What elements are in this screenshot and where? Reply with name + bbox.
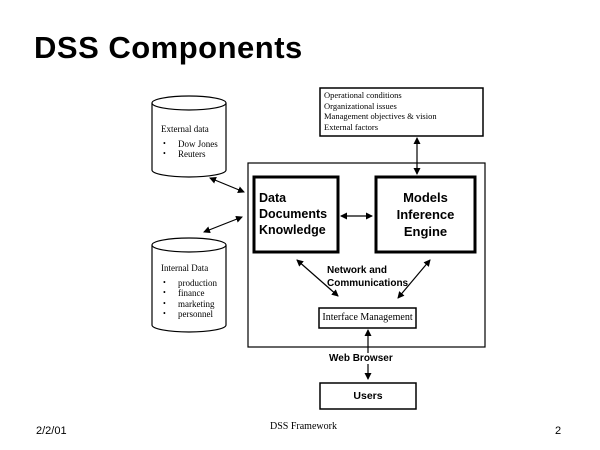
list-item: Dow Jones xyxy=(161,139,225,150)
users-box xyxy=(319,382,417,410)
list-item: Reuters xyxy=(161,149,225,160)
conditions-text: Operational conditions Organizational is… xyxy=(324,90,482,132)
external-data-list: Dow Jones Reuters xyxy=(161,139,225,160)
data-box-line: Documents xyxy=(259,207,328,221)
users-label: Users xyxy=(353,390,383,402)
network-label-line2: Communications xyxy=(327,278,409,289)
list-item: finance xyxy=(161,288,225,299)
arrow-external-to-dss xyxy=(209,177,245,193)
models-box-line: Engine xyxy=(403,224,448,239)
arrow-internal-to-dss xyxy=(203,215,243,234)
condition-line: Operational conditions xyxy=(324,90,402,100)
slide-title: DSS Components xyxy=(34,30,303,65)
internal-data-list: production finance marketing personnel xyxy=(161,278,225,320)
condition-line: Organizational issues xyxy=(324,100,397,111)
models-box-text: Models Inference Engine xyxy=(378,189,473,240)
data-box xyxy=(252,175,340,254)
models-box-line: Inference xyxy=(396,207,455,222)
internal-data-title: Internal Data xyxy=(161,263,209,273)
external-data-text: External data Dow Jones Reuters xyxy=(161,124,225,160)
footer-center: DSS Framework xyxy=(270,421,337,432)
data-box-text: Data Documents Knowledge xyxy=(259,190,327,238)
models-box-line: Models xyxy=(403,190,448,205)
condition-line: External factors xyxy=(324,121,379,132)
arrow-data-to-interface xyxy=(296,259,339,297)
list-item: production xyxy=(161,278,225,289)
interface-management-box xyxy=(318,307,417,329)
interface-management-label: Interface Management xyxy=(322,312,413,323)
footer-date: 2/2/01 xyxy=(36,425,67,437)
condition-line: Management objectives & vision xyxy=(324,111,437,121)
external-data-title: External data xyxy=(161,124,209,134)
models-box xyxy=(374,175,477,254)
internal-data-text: Internal Data production finance marketi… xyxy=(161,263,225,320)
page-number: 2 xyxy=(555,425,562,437)
data-box-line: Knowledge xyxy=(259,223,326,237)
web-browser-label: Web Browser xyxy=(328,353,394,364)
list-item: marketing xyxy=(161,299,225,310)
list-item: personnel xyxy=(161,309,225,320)
network-label-line1: Network and xyxy=(327,265,388,276)
conditions-box xyxy=(319,87,484,137)
arrow-models-to-interface xyxy=(397,259,431,299)
data-box-line: Data xyxy=(259,191,287,205)
network-label: Network and Communications xyxy=(327,264,408,290)
